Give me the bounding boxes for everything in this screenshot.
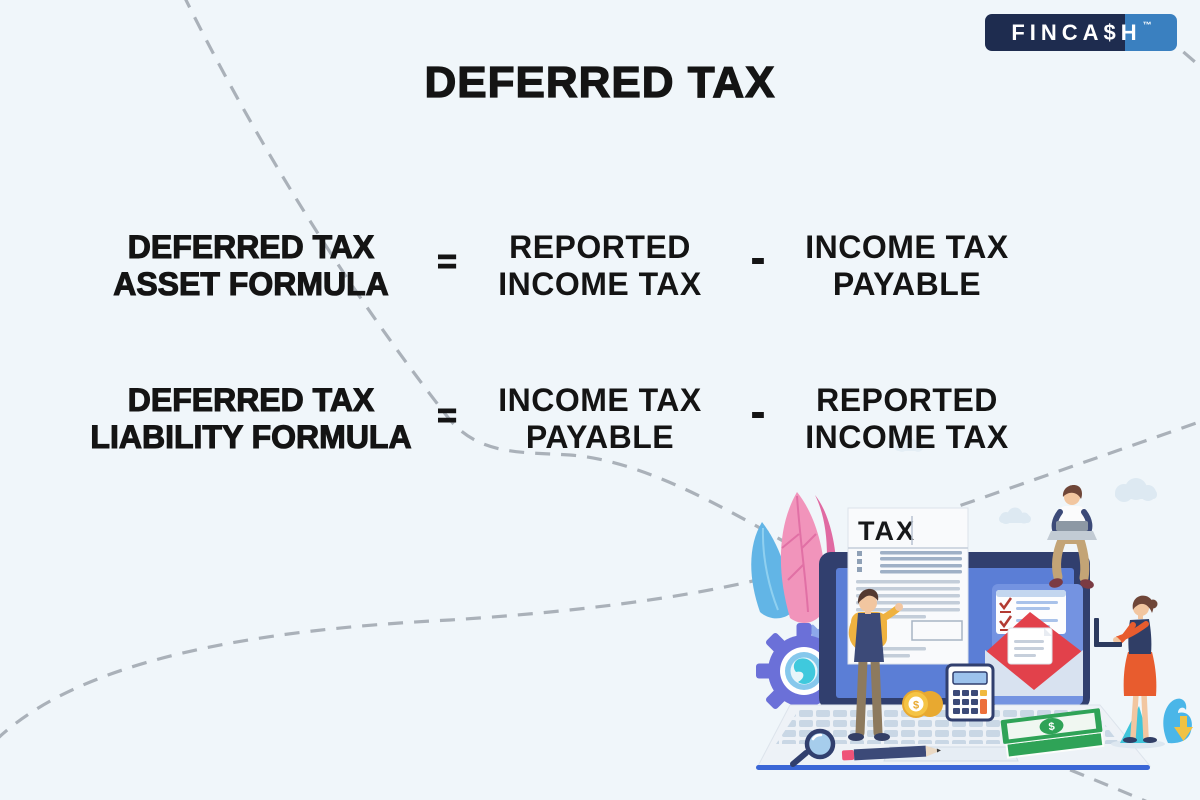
plants — [1163, 698, 1193, 744]
laptop-icon — [1094, 618, 1122, 647]
envelope-icon — [985, 612, 1083, 696]
term-line2: PAYABLE — [832, 266, 982, 302]
laptop-icon — [1047, 521, 1097, 540]
coin-dollar-symbol: $ — [913, 700, 919, 712]
cloud-icon — [999, 507, 1031, 524]
hair-bun — [1148, 599, 1158, 609]
pencil-icon — [841, 745, 941, 761]
cloud-icons — [895, 437, 1157, 524]
label-line1: DEFERRED TAX — [127, 381, 375, 418]
standing-woman — [1094, 595, 1165, 749]
calculator-icon — [945, 663, 995, 722]
formula-term-reported-income-tax: REPORTED INCOME TAX — [470, 229, 730, 303]
term-line1: INCOME TAX — [498, 382, 702, 418]
term-line2: PAYABLE — [525, 419, 675, 455]
sitting-man — [1047, 485, 1097, 589]
minus-sign: - — [750, 233, 765, 281]
coins-icon: $ — [902, 690, 943, 718]
term-line1: REPORTED — [509, 229, 691, 265]
globe-icon — [790, 657, 818, 685]
dashed-line-right — [935, 420, 1200, 516]
deferred-tax-liability-formula-label: DEFERRED TAX LIABILITY FORMULA — [31, 381, 471, 456]
trademark-symbol: ™ — [1142, 19, 1152, 30]
dashed-line-bottom-left-curve — [0, 573, 779, 739]
tax-document-title: TAX — [858, 516, 916, 546]
minus-sign: - — [750, 387, 765, 435]
yellow-arrow-plant — [1174, 716, 1193, 741]
blue-plant — [1163, 698, 1192, 744]
page-title: DEFERRED TAX — [424, 57, 776, 107]
formula-term-reported-income-tax: REPORTED INCOME TAX — [777, 382, 1037, 456]
cloud-icon — [895, 437, 923, 452]
term-line2: INCOME TAX — [805, 419, 1009, 455]
equals-sign: = — [437, 396, 458, 435]
term-line1: REPORTED — [816, 382, 998, 418]
formula-term-income-tax-payable: INCOME TAX PAYABLE — [470, 382, 730, 456]
dashed-line-top-curve — [184, 0, 791, 547]
cloud-icon — [1115, 478, 1157, 502]
standing-man — [848, 588, 903, 741]
term-line2: INCOME TAX — [498, 266, 702, 302]
money-icon: $ — [1000, 708, 1105, 759]
fincash-logo-text: FINCA$H — [1011, 19, 1142, 45]
label-line1: DEFERRED TAX — [127, 228, 375, 265]
money-dollar-symbol: $ — [1048, 721, 1056, 734]
magnifier-icon — [790, 728, 836, 767]
formula-term-income-tax-payable: INCOME TAX PAYABLE — [777, 229, 1037, 303]
deferred-tax-asset-formula-label: DEFERRED TAX ASSET FORMULA — [31, 228, 471, 303]
equals-sign: = — [437, 242, 458, 281]
letter-icon — [1007, 627, 1053, 665]
label-line2: LIABILITY FORMULA — [90, 418, 412, 455]
term-line1: INCOME TAX — [805, 229, 1009, 265]
label-line2: ASSET FORMULA — [113, 265, 390, 302]
